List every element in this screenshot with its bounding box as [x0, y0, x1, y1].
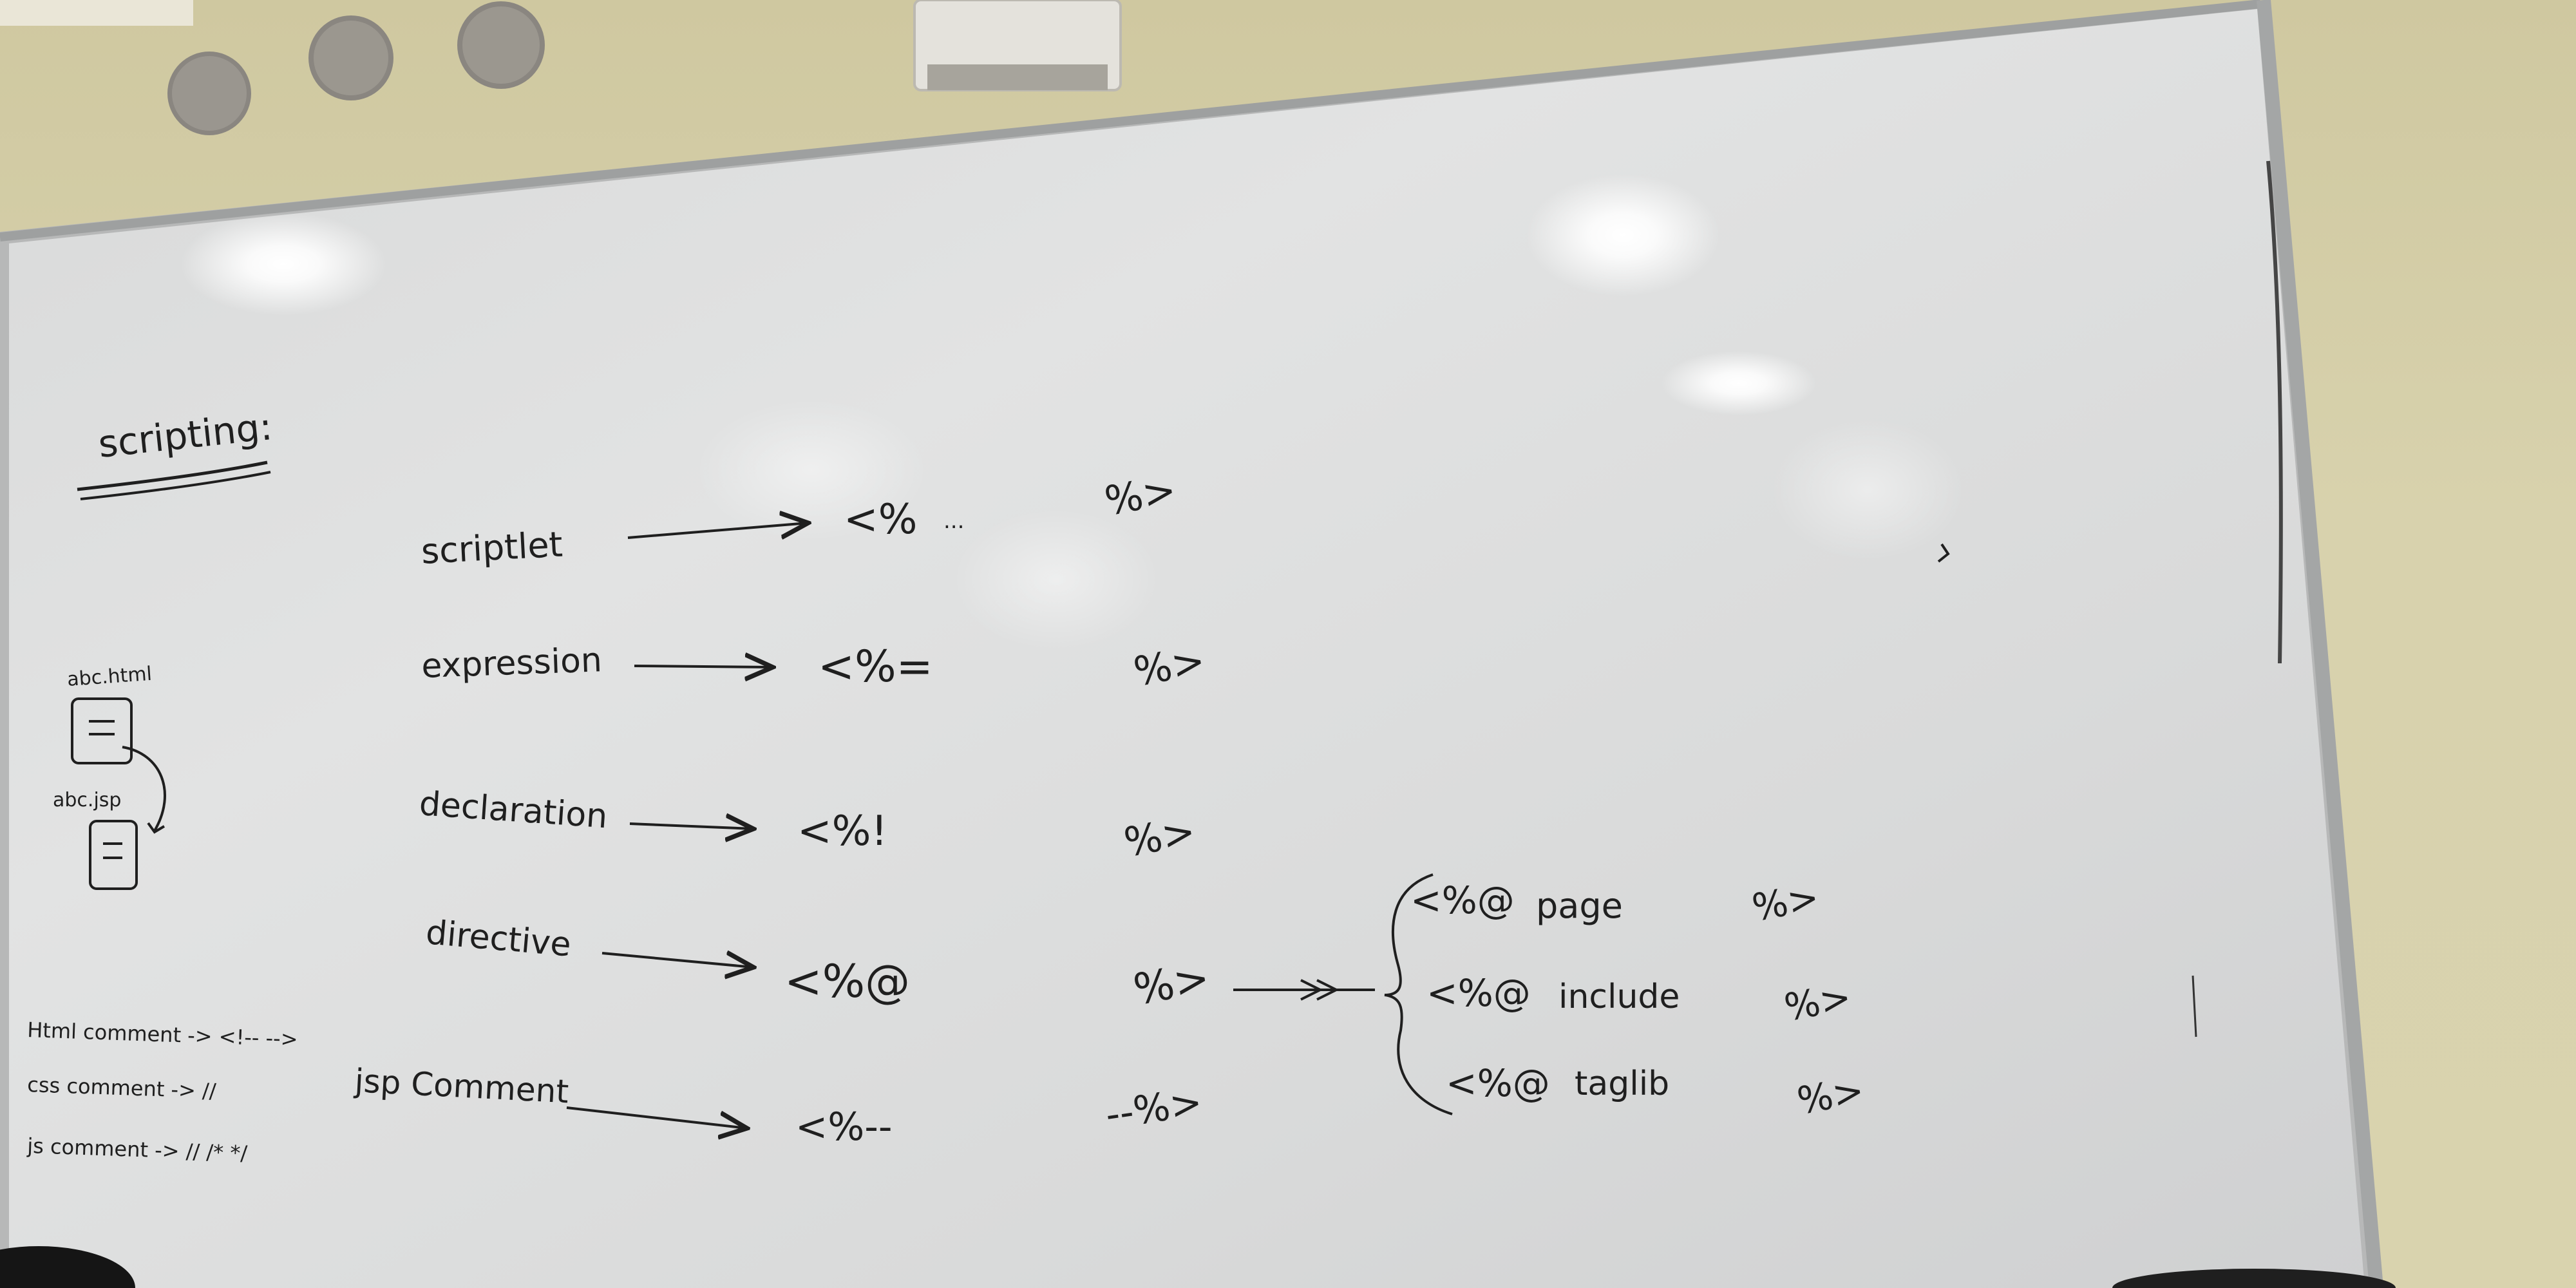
file-sketch: abc.html abc.jsp: [53, 663, 166, 890]
open-tag: <%@: [784, 955, 910, 1008]
curly-brace: [1384, 873, 1453, 1115]
title-underline: [77, 460, 268, 491]
ceiling-fixtures: [0, 0, 1122, 135]
side-notes: Html comment -> <!-- --> css comment -> …: [26, 1018, 298, 1166]
open-tag: <%--: [795, 1104, 893, 1150]
row-label: expression: [421, 641, 602, 686]
title-underline-2: [80, 471, 271, 500]
open-tag: <%: [844, 496, 917, 544]
directive-name-1: page: [1536, 886, 1623, 926]
arrow-line: [566, 1106, 747, 1128]
light-glare: [180, 174, 1964, 650]
row-expression: expression <%= %>: [421, 637, 1208, 696]
conversion-arrow: [122, 746, 166, 832]
directive-open-1: <%@: [1410, 878, 1515, 922]
directive-name-2: include: [1558, 978, 1680, 1016]
arrow-line: [601, 953, 753, 967]
row-label: scriptlet: [420, 524, 564, 572]
directive-open-3: <%@: [1446, 1061, 1550, 1105]
jsp-file-label: abc.jsp: [53, 789, 121, 811]
bottom-left-object: [0, 1246, 135, 1288]
directive-name-3: taglib: [1575, 1065, 1669, 1103]
arrow-line: [629, 824, 753, 829]
open-tag: <%!: [797, 808, 887, 855]
misc-marks: [1937, 160, 2283, 1037]
bottom-right-object: [2112, 1269, 2396, 1288]
arrow-line: [634, 666, 773, 667]
row-declaration: declaration <%! %>: [418, 784, 1199, 866]
dots: ...: [943, 508, 964, 534]
arrow-line: [627, 523, 808, 538]
whiteboard-frame: [0, 0, 2383, 1288]
jsp-file-icon: [89, 820, 138, 890]
open-tag: <%=: [818, 641, 933, 692]
html-file-icon: [71, 697, 133, 764]
directive-open-2: <%@: [1426, 971, 1531, 1015]
